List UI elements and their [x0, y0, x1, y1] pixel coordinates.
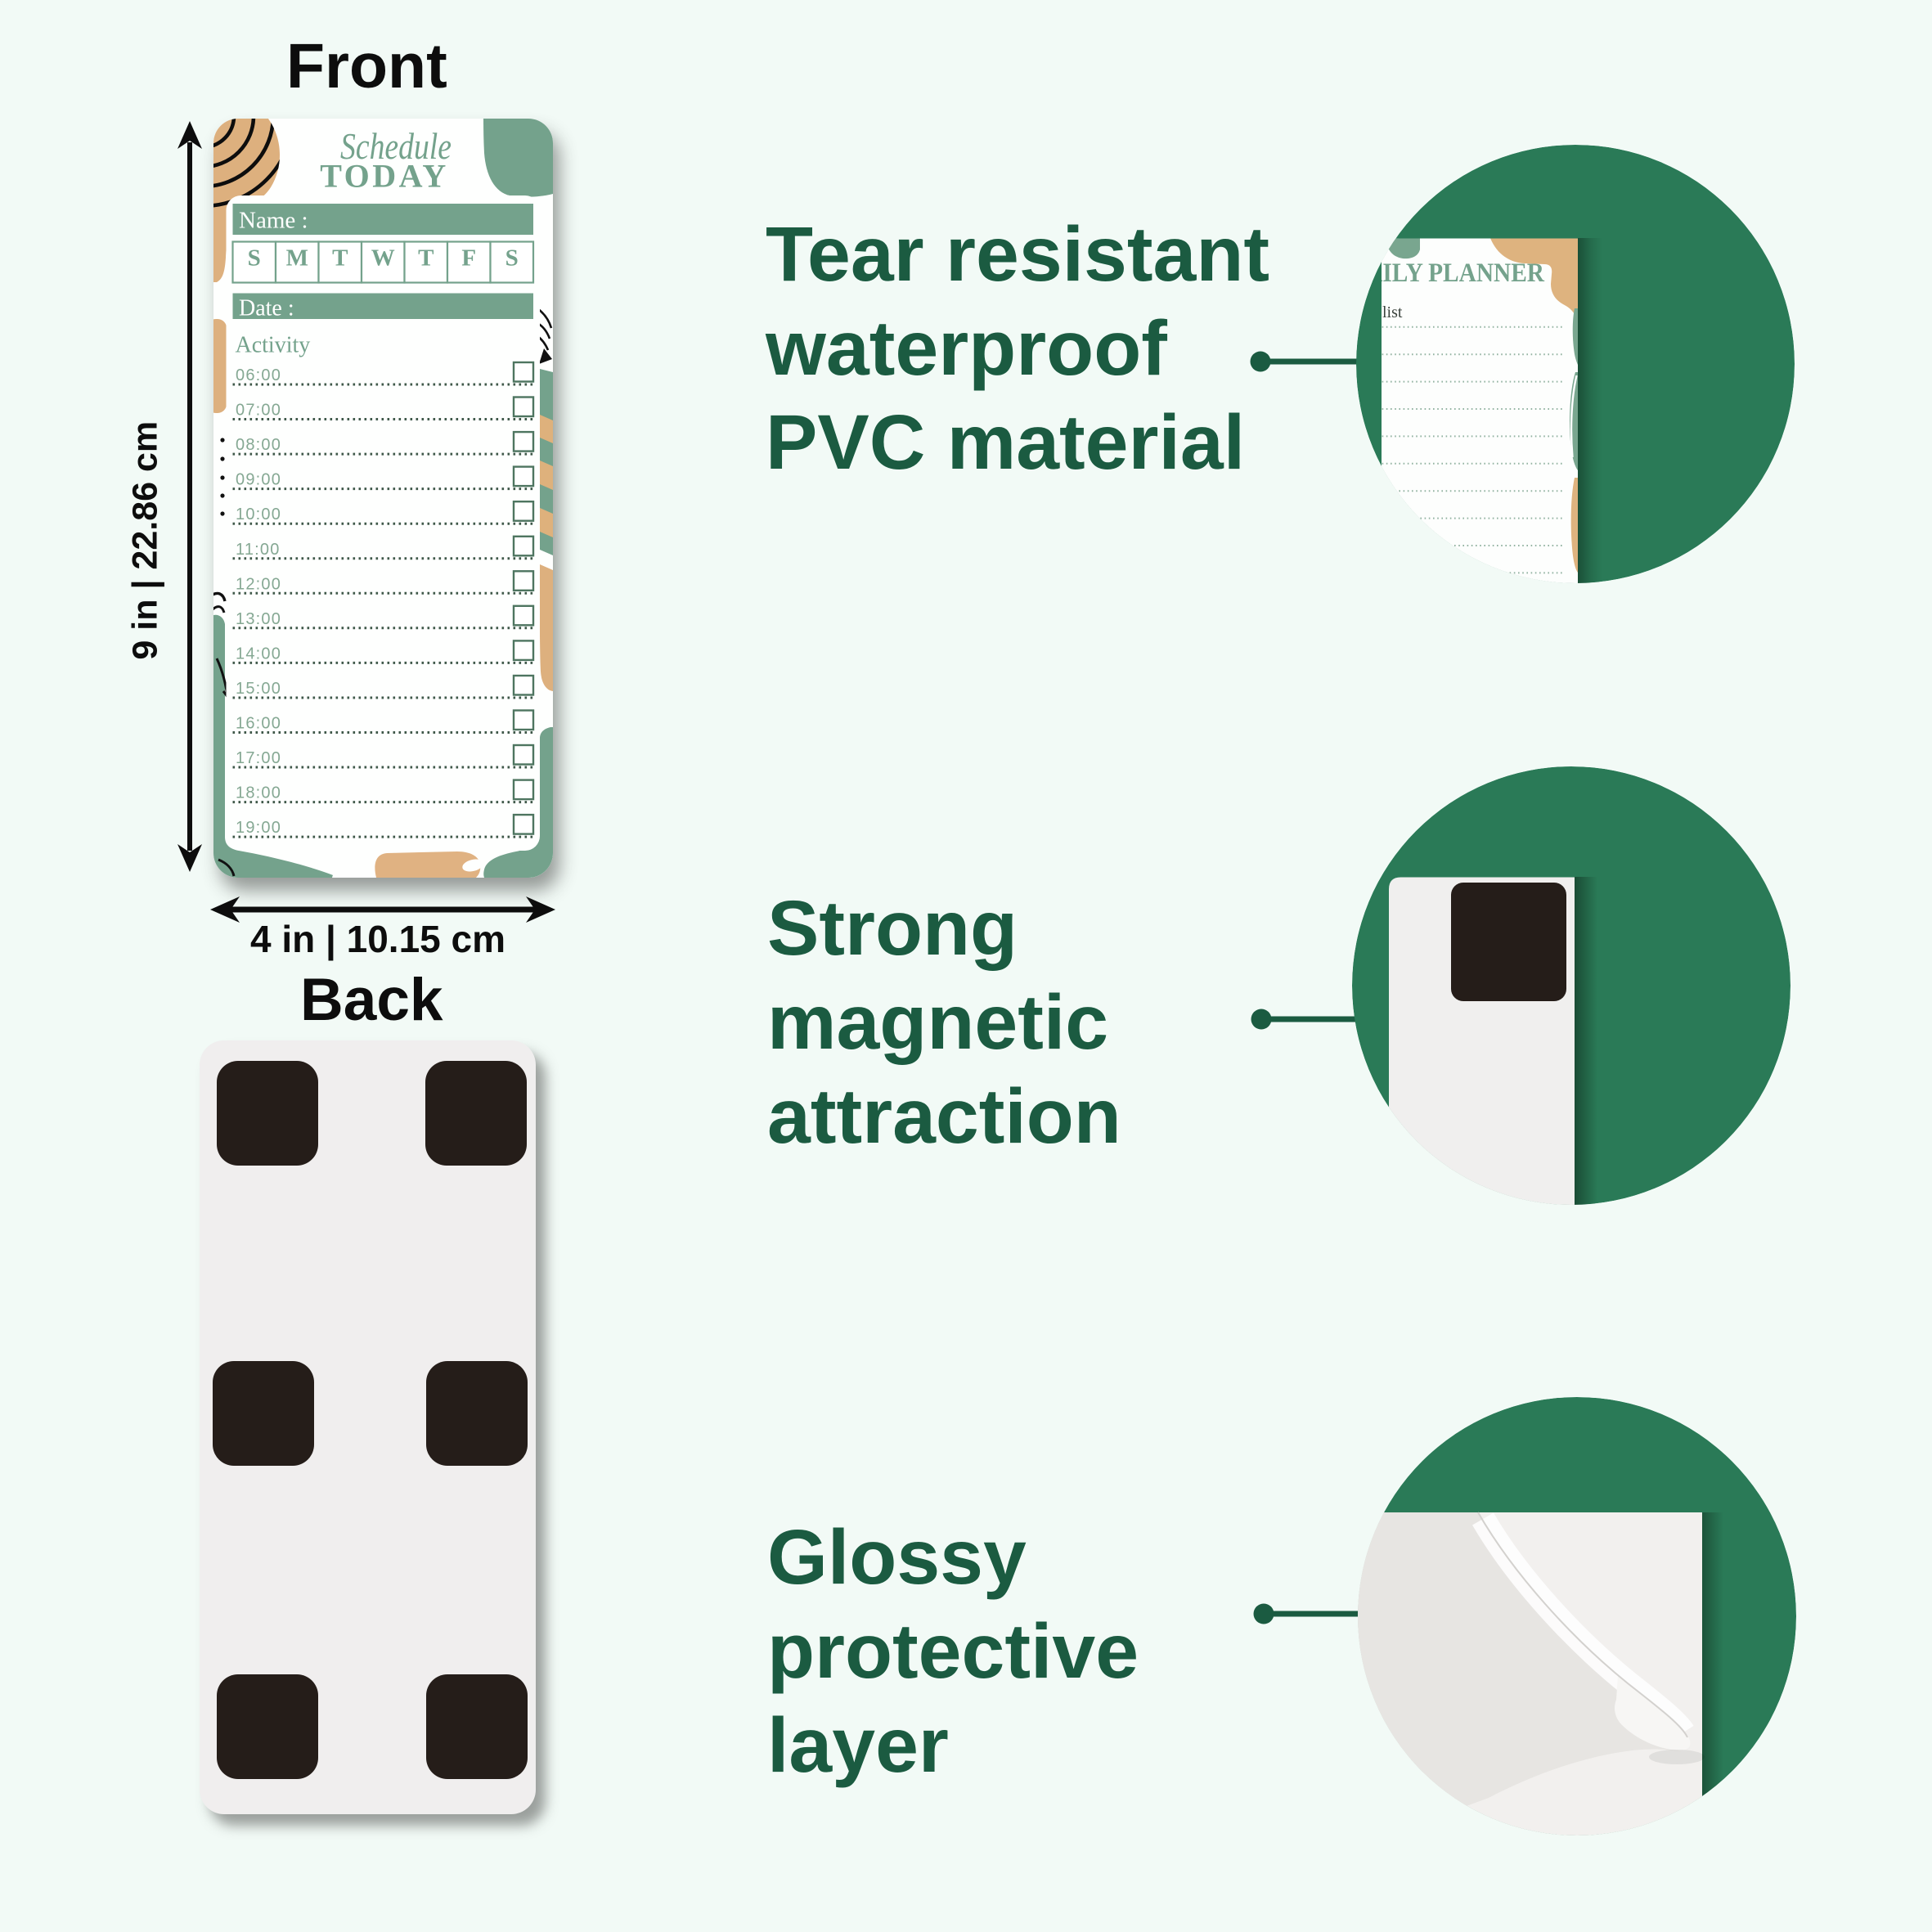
svg-text:T: T — [418, 245, 434, 272]
svg-text:08:00: 08:00 — [236, 436, 281, 454]
svg-text:07:00: 07:00 — [236, 402, 281, 420]
svg-text:13:00: 13:00 — [236, 610, 281, 628]
svg-text:DAILY PLANNER: DAILY PLANNER — [1356, 258, 1545, 288]
svg-text:11:00: 11:00 — [236, 541, 281, 559]
svg-text:Date :: Date : — [239, 295, 294, 321]
svg-text:T: T — [332, 245, 348, 272]
svg-text:Schedule: Schedule — [340, 125, 452, 167]
svg-text:15:00: 15:00 — [236, 680, 281, 698]
svg-text:TODAY: TODAY — [320, 158, 449, 195]
svg-text:10:00: 10:00 — [236, 505, 281, 523]
svg-text:S: S — [248, 245, 261, 272]
svg-text:S: S — [505, 245, 519, 272]
svg-text:Name :: Name : — [239, 207, 308, 233]
svg-text:19:00: 19:00 — [236, 819, 281, 837]
svg-text:14:00: 14:00 — [236, 645, 281, 663]
svg-text:09:00: 09:00 — [236, 471, 281, 489]
svg-text:F: F — [461, 245, 476, 272]
svg-text:18:00: 18:00 — [236, 784, 281, 802]
svg-text:06:00: 06:00 — [236, 366, 281, 384]
svg-text:W: W — [371, 245, 395, 272]
svg-text:M: M — [286, 245, 308, 272]
svg-text:Activity: Activity — [236, 332, 311, 357]
svg-text:16:00: 16:00 — [236, 715, 281, 733]
svg-text:17:00: 17:00 — [236, 749, 281, 767]
svg-text:12:00: 12:00 — [236, 575, 281, 593]
svg-text:do list: do list — [1362, 303, 1403, 321]
